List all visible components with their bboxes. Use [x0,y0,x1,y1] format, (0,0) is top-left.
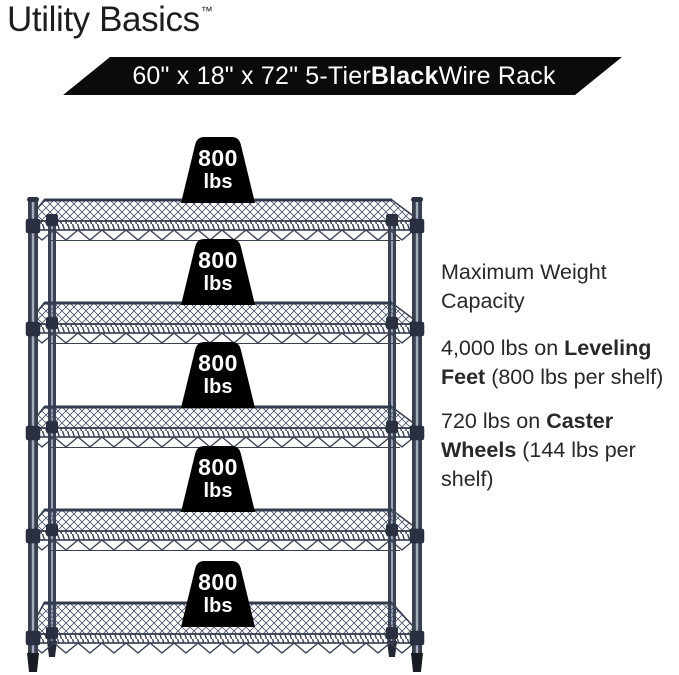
weight-shape [181,137,255,203]
capacity-text: (800 lbs per shelf) [485,365,664,389]
weight-unit: lbs [203,273,233,295]
weight-shape [181,239,255,305]
capacity-bold-text: Caster Wheels [441,409,614,462]
capacity-bold-text: Leveling Feet [441,336,652,389]
trademark-symbol: ™ [200,4,213,18]
leveling-feet-capacity: 4,000 lbs on Leveling Feet (800 lbs per … [441,334,679,392]
banner-size-text: 60" x 18" x 72" 5-Tier [132,61,371,90]
weight-value: 800 [198,569,238,595]
foot-front-right [411,653,423,672]
shelf-collars-front [25,218,425,646]
capacity-text: 720 lbs on [441,409,547,433]
weight-unit: lbs [203,376,233,398]
weight-unit: lbs [203,595,233,617]
weight-value: 800 [198,145,238,171]
banner-text: 60" x 18" x 72" 5-Tier Black Wire Rack [66,57,622,95]
foot-back-left [47,641,57,657]
weight-value: 800 [198,454,238,480]
shelf-collars-back [46,214,398,639]
shelf-2 [28,303,420,344]
banner-suffix-text: Wire Rack [438,61,556,90]
foot-back-right [387,641,397,657]
brand-name: Utility Basics [7,0,200,39]
capacity-details: Maximum Weight Capacity 4,000 lbs on Lev… [441,258,679,509]
capacity-text: (144 lbs per shelf) [441,438,636,491]
weight-unit: lbs [203,171,233,193]
weight-shape [181,446,255,512]
brand-logo: Utility Basics™ [7,0,213,40]
banner-color-word: Black [370,61,439,90]
capacity-heading: Maximum Weight Capacity [441,260,607,313]
weight-value: 800 [198,247,238,273]
shelf-3 [28,407,420,448]
title-banner: 60" x 18" x 72" 5-Tier Black Wire Rack [63,57,622,95]
caster-wheels-capacity: 720 lbs on Caster Wheels (144 lbs per sh… [441,407,679,494]
weight-shape [181,561,255,627]
capacity-text: 4,000 lbs on [441,336,565,360]
weight-unit: lbs [203,480,233,502]
foot-front-left [27,653,39,672]
weight-value: 800 [198,350,238,376]
shelf-1 [28,200,420,241]
weight-shape [181,342,255,408]
shelf-4 [28,510,420,551]
